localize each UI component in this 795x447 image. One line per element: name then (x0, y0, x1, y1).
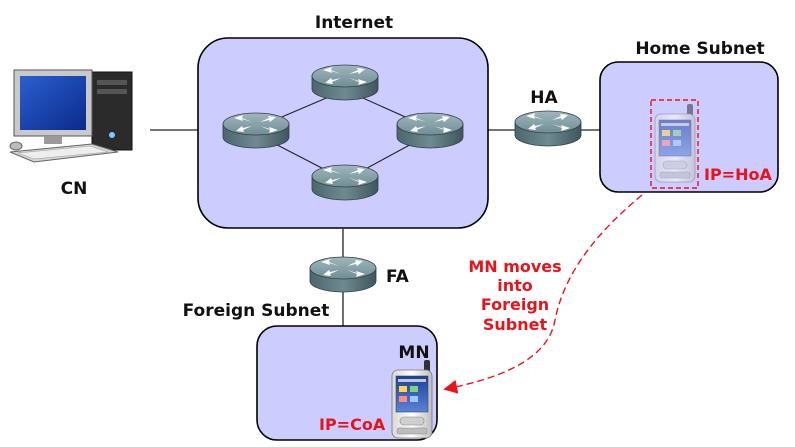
ha-label: HA (530, 88, 558, 108)
home-ip-label: IP=HoA (704, 165, 772, 184)
pda-phone-icon (654, 103, 696, 183)
fa-label: FA (386, 267, 410, 287)
svg-text:MN moves: MN moves (468, 257, 561, 276)
foreign-agent-router-icon (309, 256, 377, 293)
home-agent-router-icon (514, 110, 582, 147)
router-icon (396, 112, 464, 149)
svg-text:Subnet: Subnet (483, 315, 548, 334)
movement-annotation: MN moves into Foreign Subnet (468, 257, 561, 334)
mn-label: MN (398, 343, 429, 363)
home-subnet-label: Home Subnet (635, 39, 764, 59)
internet-box (197, 37, 489, 229)
network-links (150, 129, 600, 326)
movement-arrow (443, 194, 643, 394)
cn-label: CN (61, 179, 88, 199)
router-icon (311, 64, 379, 101)
mn-home-ghost-outline (650, 99, 699, 189)
foreign-subnet-label: Foreign Subnet (183, 301, 330, 321)
svg-text:Foreign: Foreign (481, 295, 549, 314)
svg-text:into: into (497, 276, 533, 295)
internet-label: Internet (315, 13, 393, 33)
desktop-computer-icon (9, 69, 133, 163)
router-icon (311, 164, 379, 201)
pda-phone-icon (391, 359, 433, 439)
router-icon (222, 112, 290, 149)
foreign-ip-label: IP=CoA (319, 415, 386, 434)
